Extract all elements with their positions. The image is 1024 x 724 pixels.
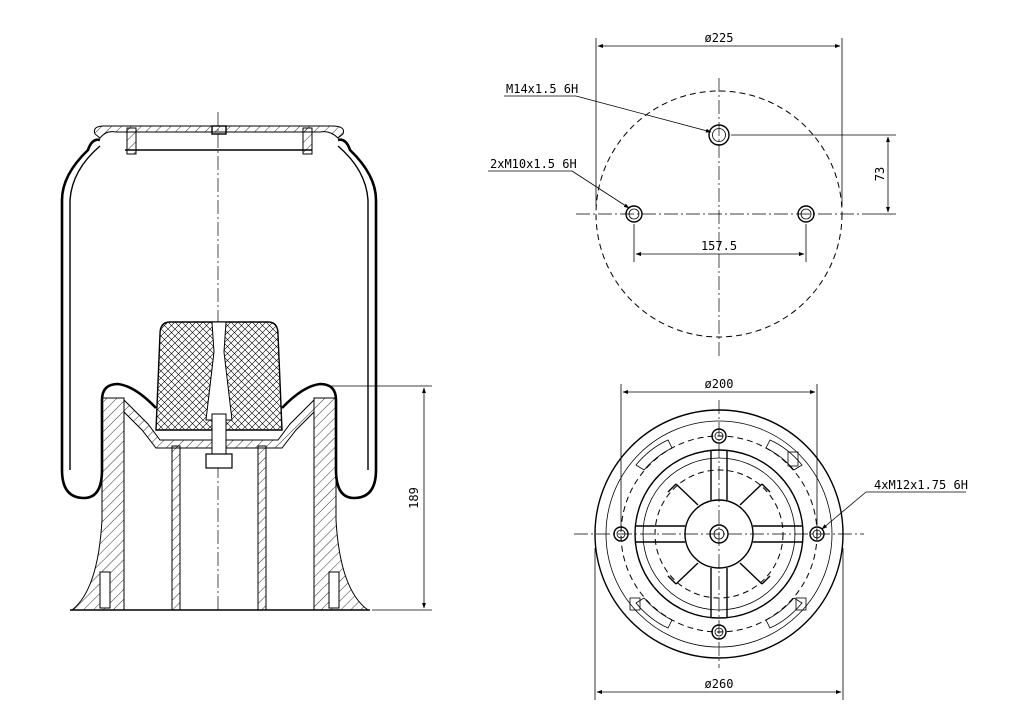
- bottom-thread-label: 4xM12x1.75 6H: [874, 478, 968, 492]
- top-bolt-left: [126, 127, 137, 155]
- top-side-hole-left: [625, 205, 643, 223]
- bottom-rim-slots: [629, 439, 807, 629]
- piston-bolt-right: [328, 571, 340, 609]
- inner-tube-right: [257, 445, 267, 611]
- thread-center-label: M14x1.5 6H: [506, 82, 578, 96]
- offset-label: 73: [873, 167, 887, 181]
- piston-cup: [123, 398, 315, 449]
- bump-stop-core: [205, 321, 233, 421]
- bellow-inner-left: [69, 145, 101, 470]
- top-view: ø225 M14x1.5 6H 2xM10x1.5 6H 73 157.5: [488, 31, 896, 356]
- bottom-thread-leader: [821, 491, 867, 530]
- top-plate: [93, 125, 344, 139]
- thread-side-leader: [571, 170, 630, 209]
- piston-wall-right: [313, 397, 370, 611]
- bottom-inner-diameter-label: ø200: [705, 377, 734, 391]
- top-side-hole-right: [797, 205, 815, 223]
- hole-spacing-label: 157.5: [701, 239, 737, 253]
- piston-bolt-left: [99, 571, 111, 609]
- thread-center-leader: [575, 95, 712, 133]
- bottom-ribs: [635, 450, 803, 618]
- thread-side-label: 2xM10x1.5 6H: [490, 157, 577, 171]
- side-section-view: 189: [60, 112, 432, 612]
- bellow-outline-right: [281, 138, 378, 500]
- top-diameter-label: ø225: [705, 31, 734, 45]
- top-center-hole: [708, 124, 730, 146]
- bellow-inner-right: [337, 145, 369, 470]
- inner-tube-left: [171, 445, 181, 611]
- bellow-outline: [60, 138, 157, 500]
- top-bolt-right: [302, 127, 313, 155]
- center-bolt: [211, 413, 227, 455]
- bottom-outer-diameter-label: ø260: [705, 677, 734, 691]
- bottom-view: ø200 ø260 4xM12x1.75 6H: [574, 377, 968, 700]
- height-label: 189: [407, 487, 421, 509]
- piston-wall-left: [70, 397, 125, 611]
- top-plate-slot: [211, 125, 227, 135]
- center-nut: [205, 453, 233, 469]
